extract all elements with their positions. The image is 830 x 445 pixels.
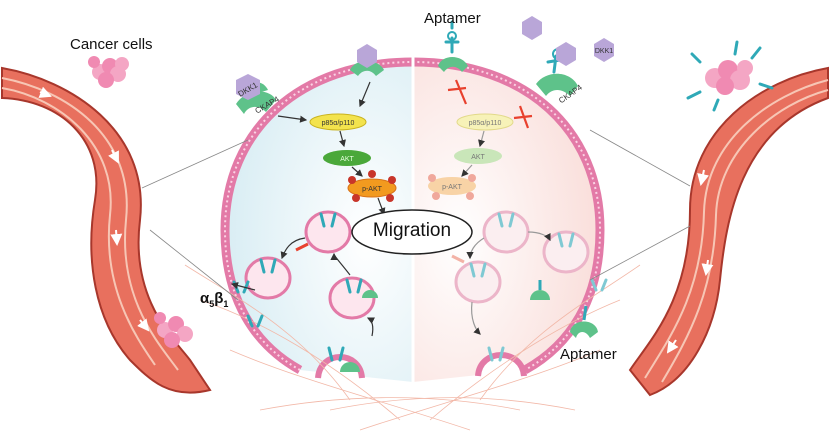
akt-label-left: AKT [340, 156, 354, 163]
pakt-node-right [428, 174, 476, 200]
aptamer-bound-receptor-right [530, 280, 598, 338]
p85-p110-node-right [456, 113, 514, 131]
aptamer-label-top: Aptamer [424, 10, 481, 27]
ckap4-receptor-top-left [350, 61, 384, 76]
akt-node-left [323, 150, 371, 166]
p85-label-right: p85α/p110 [469, 120, 502, 127]
p85-label-left: p85α/p110 [322, 120, 355, 127]
signal-arrows-right [461, 130, 486, 177]
vesicles-right [454, 210, 590, 304]
p85-p110-node-left [309, 113, 367, 131]
dkk1-ligand-left [236, 74, 260, 100]
left-cancer-cluster-bottom [154, 312, 193, 348]
pakt-node-left [347, 170, 397, 202]
aptamer-receptor-top-right [438, 31, 468, 72]
migration-ellipse [351, 209, 473, 255]
signal-arrows-left [277, 81, 386, 216]
integrin-label: α5β1 [200, 290, 229, 309]
integrin-receptors-right [469, 212, 608, 362]
dkk1-ligand-top-left [357, 44, 377, 68]
right-cancer-cluster-aptamer-bound [686, 40, 774, 112]
lamellipodia-signal-right [451, 254, 465, 264]
dkk1-receptor-complex-left [340, 290, 378, 372]
right-blood-vessel [628, 66, 829, 397]
left-cancer-cluster-top [88, 56, 129, 88]
extracellular-matrix-fibers [184, 264, 641, 431]
left-blood-vessel [0, 66, 212, 394]
dkk1-label-right: DKK1 [595, 48, 613, 55]
trafficking-arrows-right [466, 231, 551, 335]
pakt-label-right: p-AKT [442, 184, 463, 191]
free-dkk1-ligands-right [522, 16, 614, 66]
cancer-cells-label: Cancer cells [70, 36, 153, 53]
akt-label-right: AKT [471, 154, 485, 161]
pakt-label-left: p-AKT [362, 186, 383, 193]
connector-lines [141, 129, 691, 301]
block-marks-right [447, 79, 533, 129]
aptamer-label-bottom: Aptamer [560, 346, 617, 363]
akt-node-right [454, 148, 502, 164]
lamellipodia-signal-left [295, 242, 309, 252]
migration-label: Migration [372, 220, 452, 241]
trafficking-arrows-left [230, 237, 375, 337]
